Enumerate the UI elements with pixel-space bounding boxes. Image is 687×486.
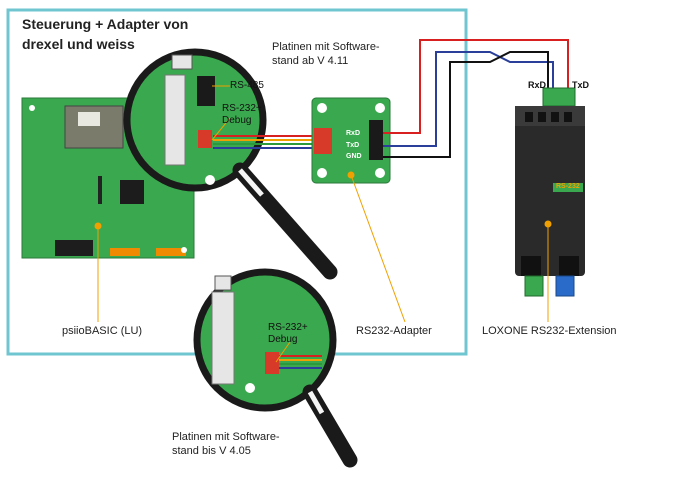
mag-bottom-rs232-line-2: Debug	[268, 334, 298, 345]
note-bottom-line-1: Platinen mit Software-	[172, 431, 280, 443]
note-bottom-line-2: stand bis V 4.05	[172, 445, 251, 457]
label-adapter: RS232-Adapter	[356, 325, 432, 337]
adapter-pin-rxd: RxD	[346, 130, 361, 137]
note-top: Platinen mit Software- stand ab V 4.11	[272, 40, 380, 68]
note-top-line-2: stand ab V 4.11	[272, 55, 349, 67]
label-psiio: psiioBASIC (LU)	[62, 325, 143, 337]
mag-top-rs485-label: RS-485	[230, 80, 264, 91]
label-loxone: LOXONE RS232-Extension	[482, 325, 617, 337]
leader-lines	[94, 85, 552, 363]
mag-top-rs232-line-2: Debug	[222, 115, 252, 126]
loxone-module	[515, 87, 585, 297]
loxone-rxd-label: RxD	[528, 80, 547, 90]
rs232-adapter-board	[311, 97, 391, 184]
ribbon-cable	[232, 135, 315, 149]
note-top-line-1: Platinen mit Software-	[272, 41, 380, 53]
title-line-2: drexel und weiss	[22, 36, 135, 52]
mag-bottom-rs232-label: RS-232+ Debug	[268, 322, 308, 346]
title-line-1: Steuerung + Adapter von	[22, 16, 189, 32]
note-bottom: Platinen mit Software- stand bis V 4.05	[172, 430, 280, 458]
mag-top-rs232-label: RS-232+ Debug	[222, 103, 262, 127]
loxone-badge: RS-232	[556, 183, 580, 190]
loxone-txd-label: TxD	[572, 80, 590, 90]
adapter-pin-txd: TxD	[346, 142, 360, 149]
magnifier-bottom	[193, 268, 358, 468]
mag-bottom-rs232-line-1: RS-232+	[268, 322, 308, 333]
diagram-title: Steuerung + Adapter von drexel und weiss	[22, 14, 188, 54]
signal-wires	[383, 39, 569, 158]
mag-top-rs232-line-1: RS-232+	[222, 103, 262, 114]
adapter-pin-gnd: GND	[346, 153, 362, 160]
